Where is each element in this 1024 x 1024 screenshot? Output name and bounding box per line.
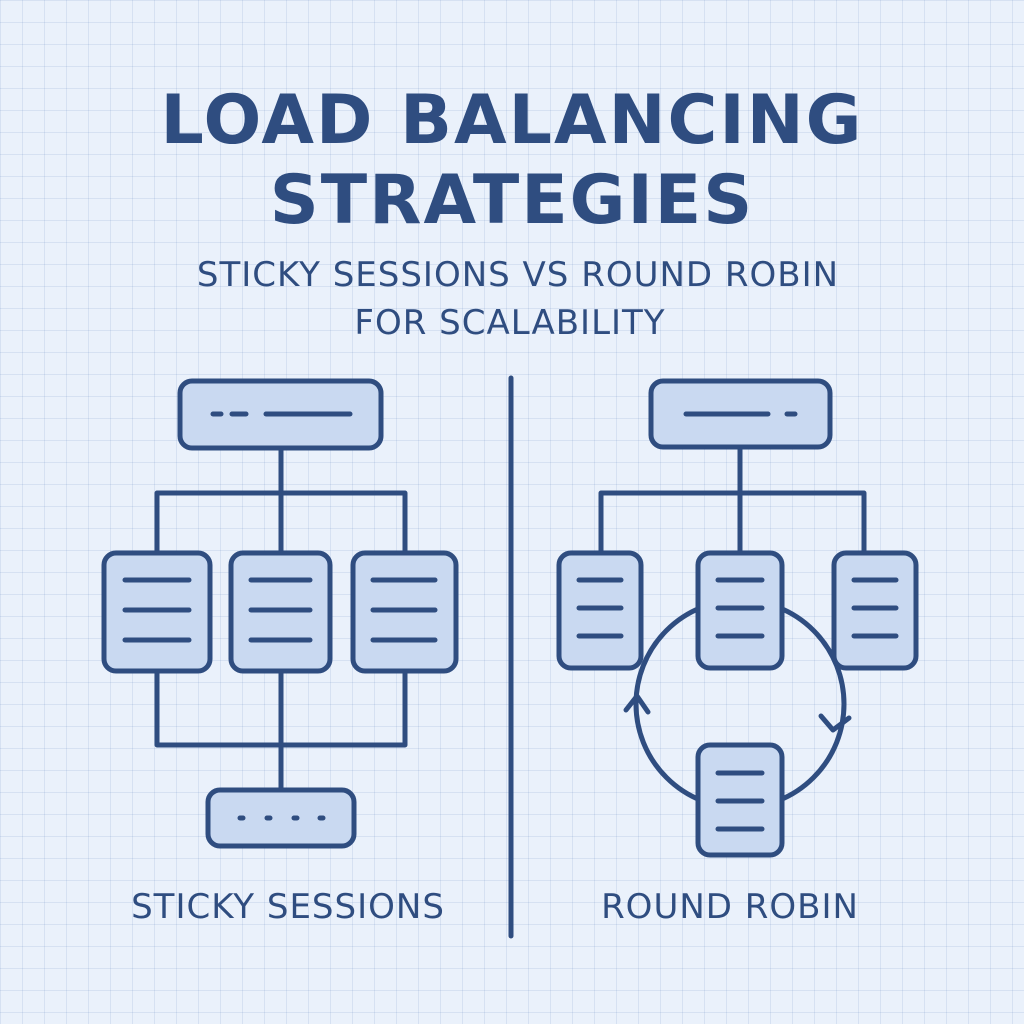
page-title-line-1: LOAD BALANCING: [160, 81, 864, 160]
round-robin-load-balancer: [648, 378, 833, 450]
round-robin-server-4: [695, 742, 785, 858]
cycle-arrow-right-icon: [818, 713, 852, 733]
round-robin-label: ROUND ROBIN: [601, 887, 859, 927]
round-robin-connectors: [598, 444, 867, 556]
sticky-server-2: [228, 550, 333, 674]
sticky-client-box: [205, 787, 357, 849]
sticky-connectors: [154, 445, 408, 793]
round-robin-server-1: [556, 550, 644, 671]
subtitle-line-1: STICKY SESSIONS VS ROUND ROBIN: [196, 255, 840, 295]
subtitle-line-2: FOR SCALABILITY: [354, 303, 666, 343]
cycle-arrow-left-icon: [623, 693, 651, 715]
round-robin-server-2: [695, 550, 785, 671]
sticky-load-balancer: [177, 378, 384, 451]
sticky-server-1: [101, 550, 213, 674]
page-title-line-2: STRATEGIES: [269, 161, 755, 240]
sticky-sessions-label: STICKY SESSIONS: [131, 887, 445, 927]
round-robin-server-3: [831, 550, 919, 671]
sticky-server-3: [350, 550, 459, 674]
